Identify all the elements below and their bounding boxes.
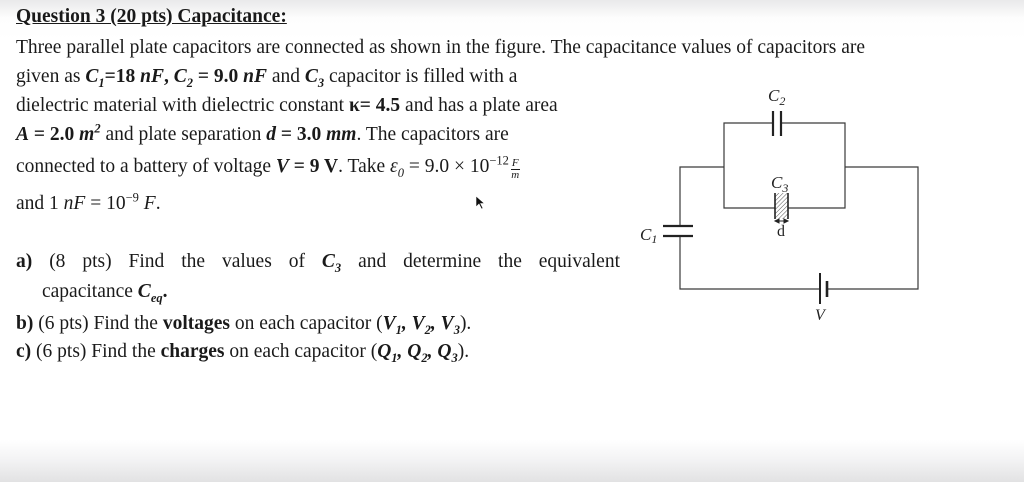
- points: (6 pts): [36, 341, 87, 362]
- problem-line-6: and 1 nF = 10−9 F.: [16, 190, 161, 215]
- text: capacitance: [42, 281, 138, 302]
- c2-value: = 9.0: [192, 66, 244, 87]
- text: . Take: [338, 156, 391, 177]
- text: on each capacitor (: [224, 341, 378, 362]
- text: connected to a battery of voltage: [16, 156, 276, 177]
- c1-symbol: C1: [85, 66, 105, 90]
- unit: F: [138, 193, 156, 214]
- text: dielectric material with dielectric cons…: [16, 95, 349, 116]
- text: ).: [459, 313, 472, 334]
- text: capacitor is filled with a: [324, 66, 518, 87]
- epsilon-exponent: −12: [489, 153, 509, 168]
- c2-unit: nF: [243, 66, 267, 87]
- separation-symbol: d: [266, 124, 276, 145]
- voltage-symbol: V: [275, 156, 289, 177]
- label-v: V: [815, 307, 827, 324]
- text: = 10: [85, 193, 126, 214]
- problem-line-5: connected to a battery of voltage V = 9 …: [16, 153, 520, 182]
- voltage-value: = 9 V: [288, 156, 339, 177]
- separator: ,: [163, 66, 174, 87]
- kappa-value: κ= 4.5: [348, 95, 401, 116]
- area-unit: m2: [79, 121, 101, 145]
- text: . The capacitors are: [356, 124, 509, 145]
- question-title: Question 3 (20 pts) Capacitance:: [16, 6, 287, 27]
- part-a-text: a) (8 pts) Find the values of C3 and det…: [16, 251, 620, 275]
- c2-symbol: C2: [173, 66, 193, 90]
- text: and: [266, 66, 305, 87]
- epsilon-symbol: ε0: [390, 156, 404, 180]
- label-d: d: [777, 223, 785, 240]
- text: Find the: [86, 341, 161, 362]
- part-label: c): [16, 341, 32, 362]
- problem-line-3: dielectric material with dielectric cons…: [16, 95, 558, 117]
- part-a: a) (8 pts) Find the values of C3 and det…: [16, 251, 620, 275]
- text: given as: [16, 66, 86, 87]
- part-a-continuation: capacitance Ceq.: [42, 281, 168, 305]
- separation-unit: mm: [326, 124, 357, 145]
- unit: nF: [63, 193, 86, 214]
- text: .: [162, 281, 168, 302]
- c1-unit: nF: [140, 66, 164, 87]
- part-c: c) (6 pts) Find the charges on each capa…: [16, 341, 470, 365]
- area-value: = 2.0: [29, 124, 80, 145]
- text: and 1: [16, 193, 64, 214]
- variable-list: V1, V2, V3: [382, 313, 460, 337]
- capacitor-c1: [663, 224, 693, 238]
- mouse-cursor-icon: [475, 195, 486, 210]
- text: and plate separation: [100, 124, 267, 145]
- variable-list: Q1, Q2, Q3: [377, 341, 458, 365]
- problem-text: Three parallel plate capacitors are conn…: [16, 37, 866, 58]
- text: on each capacitor (: [229, 313, 383, 334]
- part-b: b) (6 pts) Find the voltages on each cap…: [16, 313, 472, 337]
- label-c3: C3: [771, 173, 788, 195]
- area-symbol: A: [16, 124, 30, 145]
- c3-symbol: C3: [304, 66, 325, 90]
- ceq-symbol: Ceq: [137, 281, 163, 305]
- separation-value: = 3.0: [276, 124, 327, 145]
- problem-line-4: A = 2.0 m2 and plate separation d = 3.0 …: [16, 121, 509, 146]
- keyword: charges: [160, 341, 225, 362]
- part-label: b): [16, 313, 34, 334]
- epsilon-value: = 9.0 × 10: [403, 156, 490, 177]
- label-c1: C1: [640, 225, 657, 246]
- capacitor-c3: [774, 193, 789, 219]
- points: (6 pts): [38, 313, 89, 334]
- keyword: voltages: [162, 313, 230, 334]
- circuit-wires: [679, 122, 919, 290]
- text: .: [155, 193, 161, 214]
- separation-arrow-icon: [773, 218, 790, 224]
- text: Find the: [88, 313, 163, 334]
- battery-icon: [819, 273, 829, 304]
- text: and has a plate area: [400, 95, 558, 116]
- label-c2: C2: [768, 86, 785, 108]
- problem-line-1: Three parallel plate capacitors are conn…: [16, 37, 865, 59]
- exponent: −9: [125, 190, 139, 205]
- text: ).: [457, 341, 470, 362]
- c1-value: =18: [104, 66, 141, 87]
- problem-line-2: given as C1=18 nF, C2 = 9.0 nF and C3 ca…: [16, 66, 518, 90]
- capacitor-c2: [771, 111, 783, 136]
